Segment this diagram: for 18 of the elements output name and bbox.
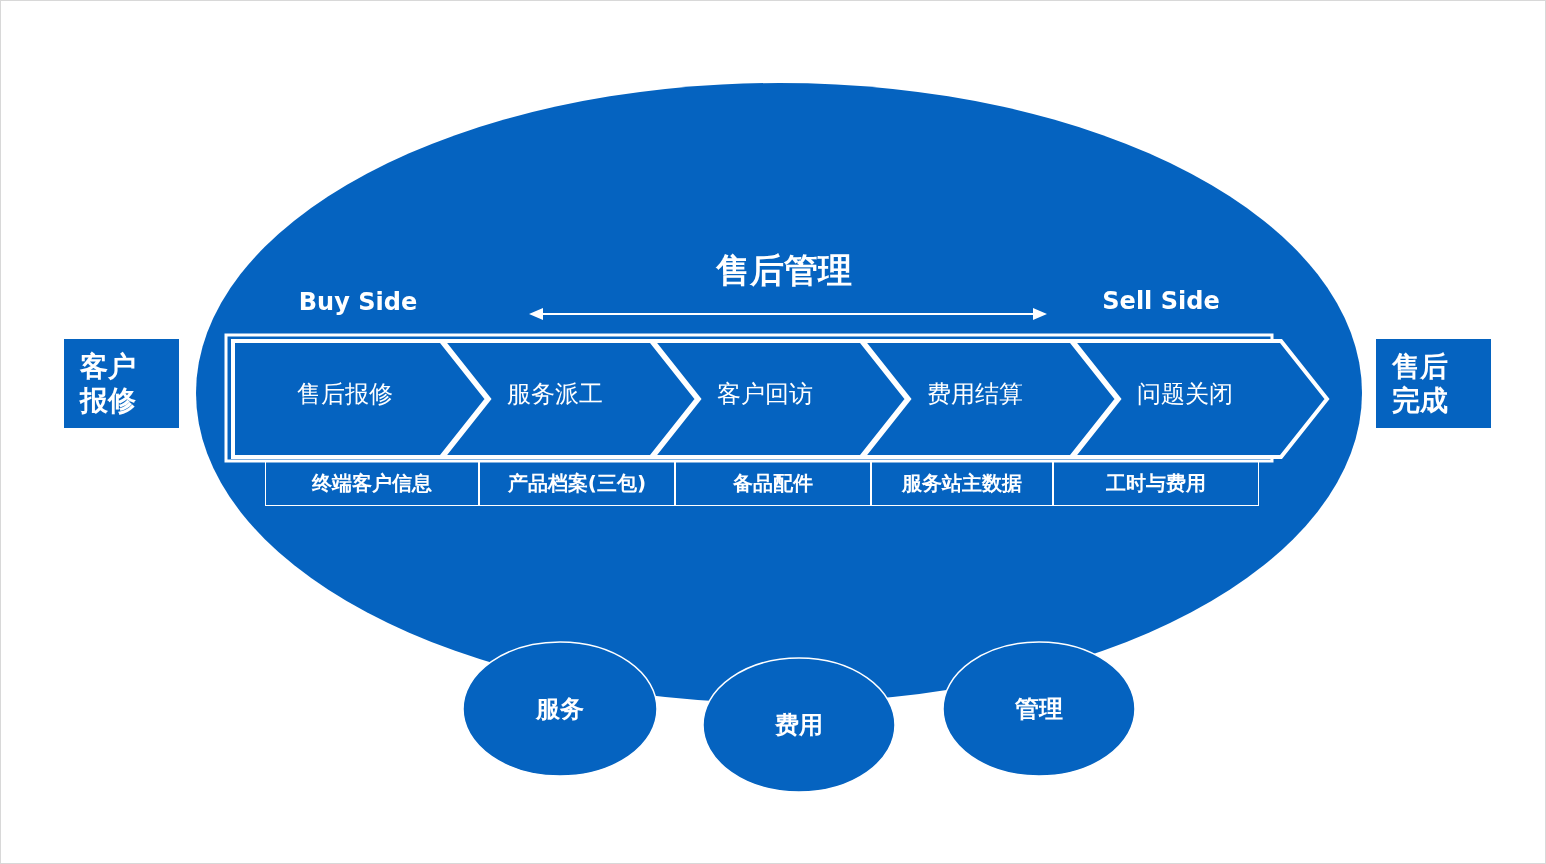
circle-shape: 管理 <box>942 641 1136 777</box>
data-cell: 备品配件 <box>675 461 871 506</box>
data-cell: 工时与费用 <box>1053 461 1259 506</box>
title: 售后管理 <box>716 249 852 292</box>
process-step: 费用结算 <box>861 339 1119 459</box>
process-step: 售后报修 <box>231 339 489 459</box>
data-cell: 服务站主数据 <box>871 461 1053 506</box>
process-step: 服务派工 <box>441 339 699 459</box>
circle-shape: 费用 <box>702 657 896 793</box>
process-step: 客户回访 <box>651 339 909 459</box>
side-label: Sell Side <box>1102 287 1220 315</box>
label-box: 客户报修 <box>64 339 179 428</box>
data-cell: 终端客户信息 <box>265 461 479 506</box>
side-label: Buy Side <box>298 288 418 316</box>
label-box: 售后完成 <box>1376 339 1491 428</box>
data-cell: 产品档案(三包) <box>479 461 675 506</box>
circle-shape: 服务 <box>462 641 658 777</box>
process-step: 问题关闭 <box>1071 339 1329 459</box>
